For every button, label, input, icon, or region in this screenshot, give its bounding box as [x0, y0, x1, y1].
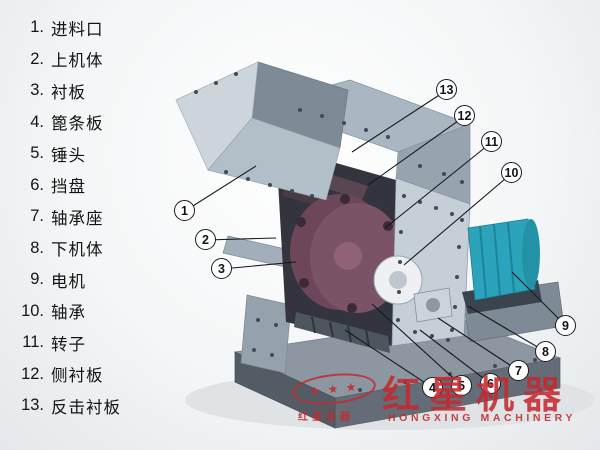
parts-list-item-12: 12. 侧衬板	[12, 359, 121, 391]
part-label: 衬板	[51, 83, 86, 102]
brand-logo-caption: 红星机器	[298, 412, 354, 423]
brand-name-en: HONGXING MACHINERY	[388, 412, 577, 424]
part-number: 2.	[30, 49, 44, 68]
parts-list-item-8: 8. 下机体	[12, 233, 121, 265]
motor	[462, 218, 542, 314]
parts-list-item-3: 3. 衬板	[12, 75, 121, 107]
part-label: 下机体	[51, 241, 104, 260]
callout-12: 12	[454, 105, 475, 126]
callout-9: 9	[555, 315, 576, 336]
part-label: 篦条板	[51, 115, 104, 134]
parts-list-item-2: 2. 上机体	[12, 44, 121, 76]
callout-3: 3	[211, 258, 232, 279]
brand-logo-oval: ★ ★ ★	[290, 369, 378, 409]
part-label: 反击衬板	[51, 398, 121, 417]
parts-list-item-6: 6. 挡盘	[12, 170, 121, 202]
part-number: 8.	[30, 238, 44, 257]
callout-5: 5	[451, 375, 472, 396]
brand-stars-icon: ★ ★ ★	[308, 379, 360, 399]
callout-6: 6	[480, 373, 501, 394]
part-number: 1.	[30, 18, 44, 37]
bolts	[194, 72, 537, 392]
part-label: 挡盘	[51, 178, 86, 197]
part-label: 侧衬板	[51, 367, 104, 386]
parts-list-item-13: 13. 反击衬板	[12, 390, 121, 422]
part-label: 锤头	[51, 146, 86, 165]
parts-list-item-10: 10. 轴承	[12, 296, 121, 328]
feed-hopper	[175, 61, 349, 201]
part-label: 电机	[51, 272, 86, 291]
part-number: 3.	[30, 81, 44, 100]
callout-7: 7	[508, 360, 529, 381]
part-label: 轴承	[51, 304, 86, 323]
callout-2: 2	[195, 229, 216, 250]
part-number: 13.	[21, 396, 44, 415]
parts-list-item-1: 1. 进料口	[12, 12, 121, 44]
shaft-bearing	[373, 255, 423, 305]
part-number: 4.	[30, 112, 44, 131]
callout-13: 13	[436, 79, 457, 100]
part-label: 转子	[51, 335, 86, 354]
grate-bars	[294, 312, 390, 353]
parts-list-item-7: 7. 轴承座	[12, 201, 121, 233]
parts-list-item-9: 9. 电机	[12, 264, 121, 296]
watermark: ★ ★ ★ 红星机器 红星机器 HONGXING MACHINERY	[288, 364, 596, 434]
callout-8: 8	[535, 341, 556, 362]
callout-11: 11	[481, 131, 502, 152]
parts-list-item-5: 5. 锤头	[12, 138, 121, 170]
part-label: 上机体	[51, 52, 104, 71]
part-number: 12.	[21, 364, 44, 383]
part-number: 11.	[22, 333, 44, 352]
part-number: 9.	[30, 270, 44, 289]
leader-lines	[184, 89, 567, 389]
part-label: 进料口	[51, 20, 104, 39]
part-number: 5.	[30, 144, 44, 163]
bearing-seat	[413, 287, 453, 323]
callout-1: 1	[174, 200, 195, 221]
part-label: 轴承座	[51, 209, 104, 228]
brand-name-cn: 红星机器	[382, 375, 571, 417]
part-number: 10.	[21, 301, 44, 320]
parts-list: 1. 进料口 2. 上机体 3. 衬板 4. 篦条板 5. 锤头 6. 挡盘 7. 轴承座 8…	[12, 12, 121, 422]
left-strut	[222, 235, 291, 268]
callout-10: 10	[501, 162, 522, 183]
callout-4: 4	[422, 377, 443, 398]
part-number: 6.	[30, 175, 44, 194]
left-leg	[240, 294, 292, 374]
parts-list-item-11: 11. 转子	[12, 327, 121, 359]
parts-list-item-4: 4. 篦条板	[12, 107, 121, 139]
part-number: 7.	[30, 207, 44, 226]
